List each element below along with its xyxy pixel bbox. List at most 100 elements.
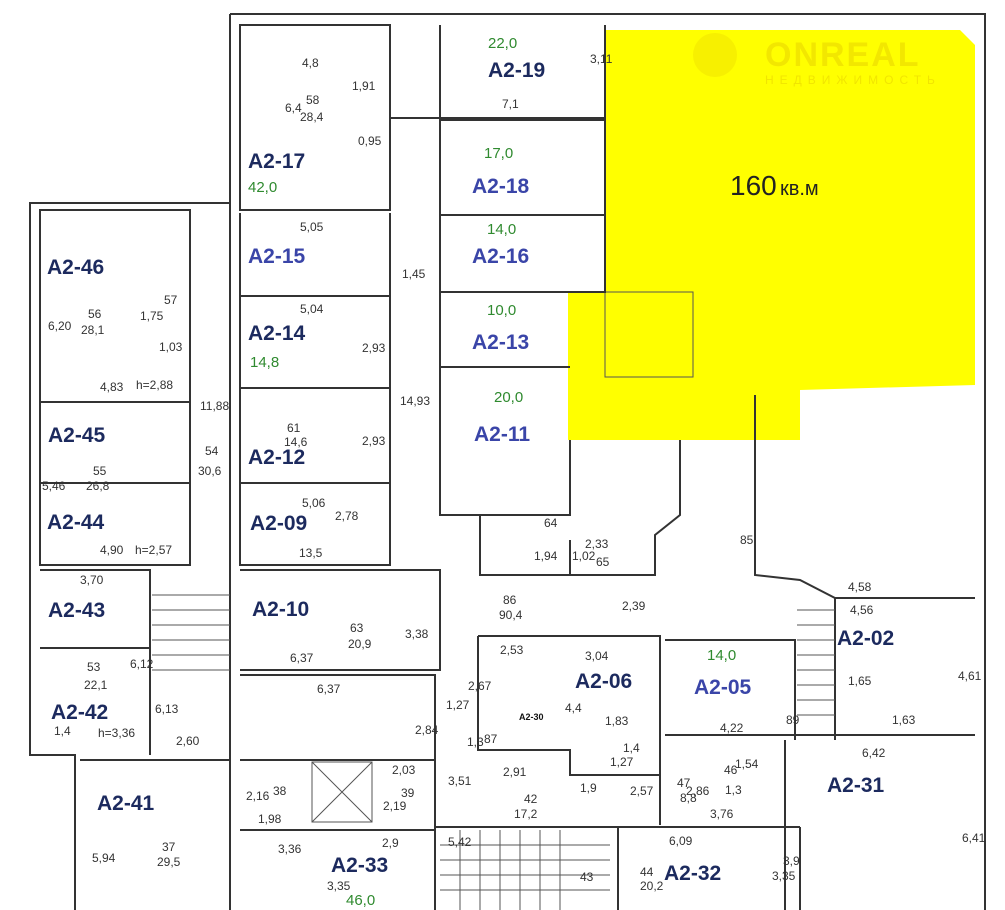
dim-label: 4,22 <box>720 721 744 735</box>
dim-label: 0,95 <box>358 134 382 148</box>
dim-label: 3,36 <box>278 842 302 856</box>
dim-label: 6,09 <box>669 834 693 848</box>
dim-label: 1,63 <box>892 713 916 727</box>
dim-label: 4,4 <box>565 701 582 715</box>
room-label[interactable]: A2-10 <box>252 598 309 621</box>
dim-label: 5,05 <box>300 220 324 234</box>
room-label[interactable]: A2-15 <box>248 245 306 268</box>
dim-label: 5,46 <box>42 479 66 493</box>
room-label[interactable]: A2-02 <box>837 627 894 650</box>
dim-label: 89 <box>786 713 800 727</box>
dim-label: h=2,57 <box>135 543 172 557</box>
dim-label: 46 <box>724 763 738 777</box>
room-label[interactable]: A2-18 <box>472 175 530 198</box>
dim-label: 14,6 <box>284 435 308 449</box>
watermark: ONREAL НЕДВИЖИМОСТЬ <box>693 33 941 87</box>
room-label[interactable]: A2-33 <box>331 854 388 877</box>
svg-text:ONREAL: ONREAL <box>765 36 921 74</box>
dim-label: 1,98 <box>258 812 282 826</box>
dim-label: 2,91 <box>503 765 527 779</box>
room-label[interactable]: A2-43 <box>48 599 105 622</box>
room-label[interactable]: A2-17 <box>248 150 305 173</box>
dim-label: 44 <box>640 865 654 879</box>
dim-label: 28,4 <box>300 110 324 124</box>
dim-label: 3,51 <box>448 774 472 788</box>
dim-label: 90,4 <box>499 608 523 622</box>
room-label[interactable]: A2-09 <box>250 512 307 535</box>
dim-label: 1,3 <box>725 783 742 797</box>
dim-label: 5,42 <box>448 835 472 849</box>
dim-label: 2,84 <box>415 723 439 737</box>
dim-label: 11,88 <box>200 399 229 413</box>
dim-label: 2,57 <box>630 784 654 798</box>
dim-label: 17,2 <box>514 807 538 821</box>
dim-label: 22,1 <box>84 678 108 692</box>
dim-label: 4,83 <box>100 380 124 394</box>
dim-label: 1,54 <box>735 757 759 771</box>
dim-label: 86 <box>503 593 517 607</box>
room-label[interactable]: A2-12 <box>248 446 305 469</box>
dim-label: 6,42 <box>862 746 886 760</box>
highlighted-unit[interactable] <box>568 30 975 440</box>
dim-label: 2,03 <box>392 763 416 777</box>
dim-label: 6,4 <box>285 101 302 115</box>
room-label[interactable]: A2-16 <box>472 245 529 268</box>
dim-label: 6,12 <box>130 657 154 671</box>
dim-label: 63 <box>350 621 364 635</box>
room-label[interactable]: A2-32 <box>664 862 721 885</box>
room-label[interactable]: A2-11 <box>474 423 530 446</box>
dim-label: 6,13 <box>155 702 179 716</box>
dim-label: 1,3 <box>467 735 484 749</box>
dim-label: 5,04 <box>300 302 324 316</box>
dim-label: 20,9 <box>348 637 372 651</box>
dim-label: 38 <box>273 784 287 798</box>
dim-label: 2,93 <box>362 341 386 355</box>
dim-label: 14,93 <box>400 394 430 408</box>
svg-text:НЕДВИЖИМОСТЬ: НЕДВИЖИМОСТЬ <box>765 73 941 87</box>
dim-label: 1,75 <box>140 309 164 323</box>
dim-label: 57 <box>164 293 178 307</box>
room-label[interactable]: A2-14 <box>248 322 306 345</box>
room-label[interactable]: A2-31 <box>827 774 885 797</box>
dim-label: 4,56 <box>850 603 874 617</box>
room-area: 20,0 <box>494 389 523 406</box>
dim-label: 8,8 <box>680 791 697 805</box>
dim-label: 6,37 <box>290 651 314 665</box>
room-label[interactable]: A2-30 <box>519 712 544 722</box>
dim-label: h=3,36 <box>98 726 135 740</box>
room-label[interactable]: A2-44 <box>47 511 105 534</box>
dim-label: 1,65 <box>848 674 872 688</box>
room-label[interactable]: A2-13 <box>472 331 529 354</box>
room-area: 14,0 <box>707 647 736 664</box>
walls <box>29 13 986 910</box>
room-area: 10,0 <box>487 302 516 319</box>
dim-label: 1,91 <box>352 79 376 93</box>
room-label[interactable]: A2-45 <box>48 424 106 447</box>
dim-label: 39 <box>401 786 415 800</box>
dim-label: 5,94 <box>92 851 116 865</box>
dim-label: 3,38 <box>405 627 429 641</box>
dim-label: 61 <box>287 421 301 435</box>
dim-label: 58 <box>306 93 320 107</box>
room-label[interactable]: A2-46 <box>47 256 104 279</box>
room-label[interactable]: A2-42 <box>51 701 108 724</box>
dim-label: 3,11 <box>590 52 613 66</box>
dim-label: 87 <box>484 732 498 746</box>
dim-label: 2,33 <box>585 537 609 551</box>
dim-label: 65 <box>596 555 610 569</box>
dim-label: 1,94 <box>534 549 558 563</box>
dim-label: 1,27 <box>610 755 634 769</box>
dim-label: 85 <box>740 533 754 547</box>
room-label[interactable]: A2-05 <box>694 676 752 699</box>
room-label[interactable]: A2-19 <box>488 59 545 82</box>
room-label[interactable]: A2-06 <box>575 670 632 693</box>
dim-label: 53 <box>87 660 101 674</box>
room-area: 14,0 <box>487 221 516 238</box>
dim-label: 20,2 <box>640 879 664 893</box>
dim-label: 2,16 <box>246 789 270 803</box>
dim-label: 43 <box>580 870 594 884</box>
room-area: 22,0 <box>488 35 517 52</box>
dim-label: 4,58 <box>848 580 872 594</box>
room-label[interactable]: A2-41 <box>97 792 155 815</box>
dim-label: 3,9 <box>783 854 800 868</box>
